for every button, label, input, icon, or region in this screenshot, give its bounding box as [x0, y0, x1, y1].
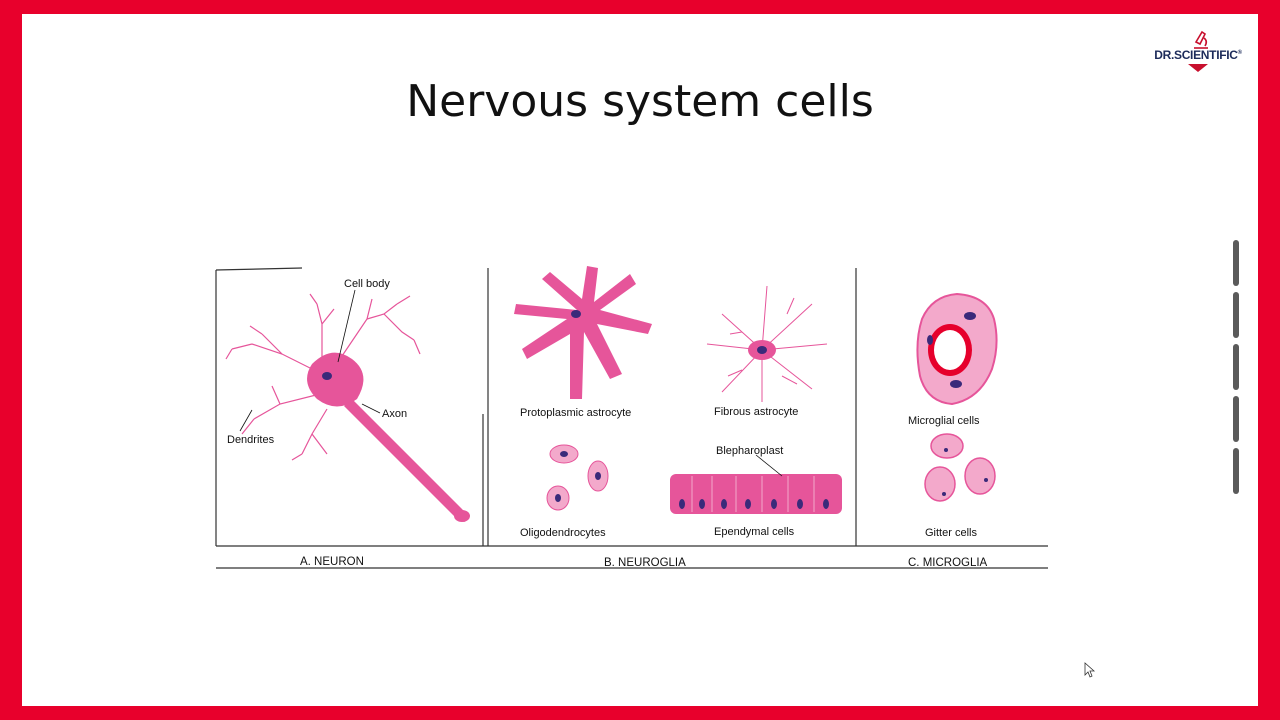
scrollbar-segment[interactable]: [1233, 396, 1239, 442]
label-ependymal-cells: Ependymal cells: [714, 526, 795, 538]
ependymal-cells-drawing: [670, 454, 842, 514]
caption-microglia: C. MICROGLIA: [908, 557, 988, 569]
label-dendrites: Dendrites: [227, 434, 275, 446]
gitter-cells-drawing: [924, 433, 996, 502]
label-gitter-cells: Gitter cells: [925, 527, 977, 539]
label-oligodendrocytes: Oligodendrocytes: [520, 527, 606, 539]
slide-canvas: Nervous system cells DR.SCIENTIFIC®: [22, 14, 1258, 706]
label-axon: Axon: [382, 408, 407, 420]
scrollbar-segment[interactable]: [1233, 448, 1239, 494]
caption-neuroglia: B. NEUROGLIA: [604, 557, 686, 569]
label-blepharoplast: Blepharoplast: [716, 445, 783, 457]
label-microglial-cells: Microglial cells: [908, 415, 980, 427]
label-protoplasmic-astrocyte: Protoplasmic astrocyte: [520, 407, 631, 419]
microglial-cells-drawing: [916, 292, 998, 406]
fibrous-astrocyte-drawing: [706, 285, 828, 402]
label-fibrous-astrocyte: Fibrous astrocyte: [714, 406, 798, 418]
mouse-pointer-icon: [1084, 662, 1096, 678]
brand-logo: DR.SCIENTIFIC®: [1148, 22, 1248, 82]
slide-title: Nervous system cells: [406, 76, 874, 127]
neuron-drawing: [225, 289, 470, 522]
logo-text: DR.SCIENTIFIC®: [1154, 48, 1242, 62]
caption-neuron: A. NEURON: [300, 556, 364, 568]
nervous-cells-figure: Cell body Axon Dendrites: [215, 266, 1048, 569]
scrollbar-segment[interactable]: [1233, 292, 1239, 338]
microscope-icon: [1188, 30, 1208, 72]
scrollbar-segment[interactable]: [1233, 344, 1239, 390]
scrollbar-segment[interactable]: [1233, 240, 1239, 286]
protoplasmic-astrocyte-drawing: [514, 266, 652, 399]
vertical-scrollbar[interactable]: [1232, 240, 1240, 500]
oligodendrocytes-drawing: [546, 444, 609, 511]
label-cell-body: Cell body: [344, 278, 390, 290]
